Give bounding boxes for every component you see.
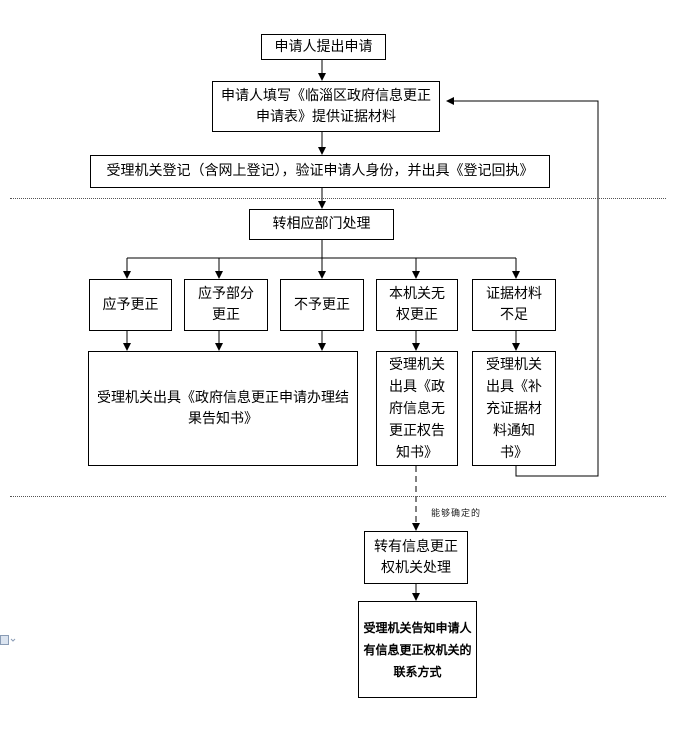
node-result-line: 受理机关出具《政府信息更正申请办理结 <box>97 389 349 406</box>
node-noauth-line: 受理机关 <box>389 356 445 373</box>
node-supp-line: 受理机关 <box>486 356 542 373</box>
node-apply-label: 申请人提出申请 <box>274 38 373 55</box>
node-option-partial: 应予部分 更正 <box>184 279 268 331</box>
node-noauth-line: 府信息无 <box>389 400 445 417</box>
node-noauth-line: 更正权告 <box>389 422 445 439</box>
node-supp-line: 书》 <box>500 444 528 461</box>
node-transfer-label: 转相应部门处理 <box>272 216 371 232</box>
node-noauth-line: 出具《政 <box>389 378 445 395</box>
node-option-reject: 不予更正 <box>280 279 364 331</box>
node-notify-line: 有信息更正权机关的 <box>363 642 472 657</box>
node-notify-contact: 受理机关告知申请人 有信息更正权机关的 联系方式 <box>358 601 477 698</box>
node-forward-line: 转有信息更正 <box>374 538 458 555</box>
edge-label-determinable: 能够确定的 <box>431 509 482 519</box>
node-supplement-notice: 受理机关 出具《补 充证据材 料通知 书》 <box>472 351 556 466</box>
node-supp-line: 出具《补 <box>486 378 542 395</box>
node-option-correct: 应予更正 <box>89 279 172 331</box>
node-option-line: 不足 <box>500 307 528 323</box>
node-option-line: 更正 <box>212 307 240 323</box>
node-no-authority-notice: 受理机关 出具《政 府信息无 更正权告 知书》 <box>376 351 458 466</box>
node-option-line: 权更正 <box>396 307 438 323</box>
node-apply: 申请人提出申请 <box>261 34 386 60</box>
node-supp-line: 料通知 <box>493 422 535 439</box>
separator-bottom <box>10 496 666 497</box>
node-result-notice: 受理机关出具《政府信息更正申请办理结 果告知书》 <box>88 351 358 466</box>
node-transfer: 转相应部门处理 <box>249 209 394 240</box>
node-forward: 转有信息更正 权机关处理 <box>364 531 468 584</box>
node-option-label: 不予更正 <box>294 296 350 313</box>
separator-top <box>10 198 666 199</box>
arrow-loop-back-to-fill <box>446 97 599 477</box>
node-register-label: 受理机关登记（含网上登记），验证申请人身份，并出具《登记回执》 <box>106 163 534 179</box>
node-noauth-line: 知书》 <box>396 444 438 461</box>
node-fill-form: 申请人填写《临淄区政府信息更正 申请表》提供证据材料 <box>212 81 440 132</box>
node-notify-line: 联系方式 <box>393 664 442 679</box>
node-fill-line: 申请表》提供证据材料 <box>256 108 396 125</box>
node-notify-line: 受理机关告知申请人 <box>363 620 472 635</box>
node-register: 受理机关登记（含网上登记），验证申请人身份，并出具《登记回执》 <box>90 155 550 188</box>
node-forward-line: 权机关处理 <box>381 559 451 576</box>
node-option-insufficient: 证据材料 不足 <box>472 279 556 331</box>
node-fill-line: 申请人填写《临淄区政府信息更正 <box>221 87 431 104</box>
node-option-line: 证据材料 <box>486 286 542 302</box>
node-supp-line: 充证据材 <box>486 400 542 417</box>
document-icon[interactable] <box>0 634 16 649</box>
node-option-label: 应予更正 <box>102 296 159 313</box>
node-option-no-authority: 本机关无 权更正 <box>376 279 458 331</box>
node-option-line: 应予部分 <box>198 286 254 302</box>
node-result-line: 果告知书》 <box>188 410 258 427</box>
node-option-line: 本机关无 <box>389 286 445 302</box>
